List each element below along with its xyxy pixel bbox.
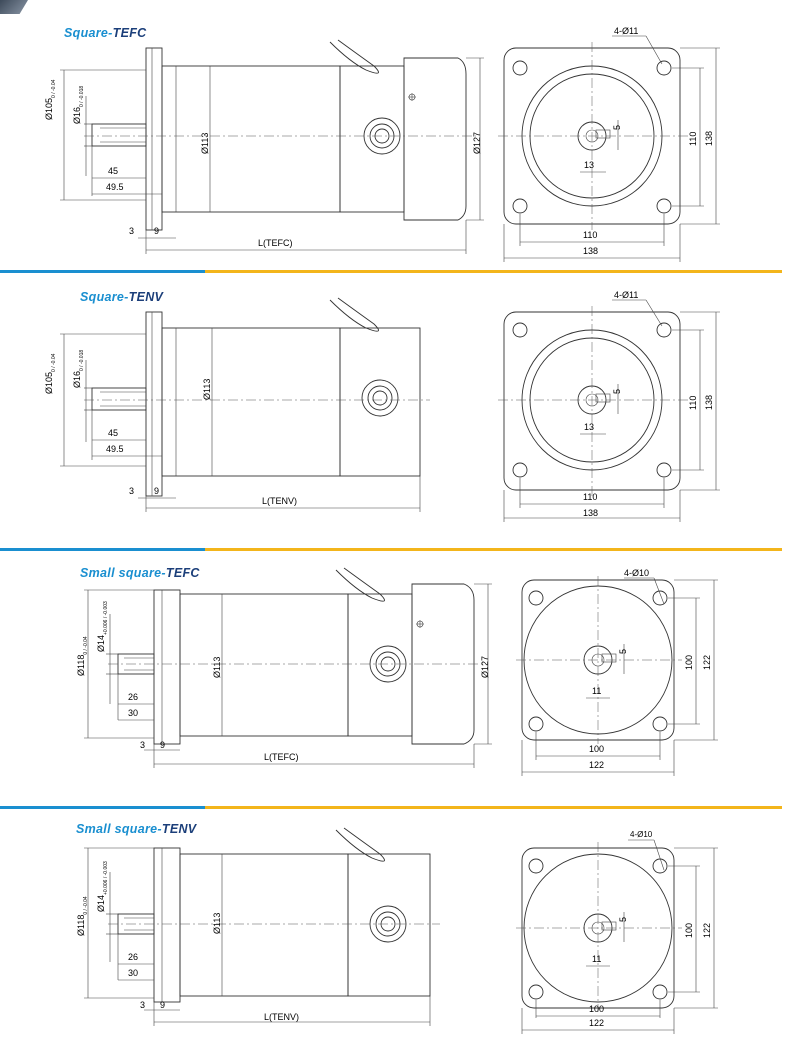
section-small-square-tenv: Small square-TENV — [0, 812, 796, 1058]
shaft-length-label: 30 — [128, 968, 139, 978]
pcd-horizontal-label: 110 — [583, 230, 598, 240]
key-length-label: 26 — [128, 692, 139, 702]
key-height-label: 11 — [592, 954, 602, 964]
lead-wires — [335, 827, 385, 862]
key-width-label: 5 — [612, 388, 622, 394]
flange-diameter-label: Ø1050 / -0.04 — [44, 79, 57, 120]
key-width-label: 5 — [618, 648, 628, 654]
cable-gland — [369, 645, 407, 683]
mounting-holes — [512, 322, 672, 478]
frame-vertical-label: 138 — [704, 394, 714, 410]
pcd-vertical-label: 100 — [684, 922, 694, 938]
flange-diameter-label: Ø1050 / -0.04 — [44, 353, 57, 394]
front-view-drawing — [498, 299, 720, 522]
pcd-vertical-label: 110 — [688, 131, 698, 146]
side-view-drawing — [60, 39, 484, 254]
key-height-label: 13 — [584, 422, 595, 432]
box-diameter-label: Ø127 — [480, 655, 490, 678]
mounting-holes — [528, 590, 668, 732]
cable-gland — [361, 379, 399, 417]
key-height-label: 13 — [584, 160, 595, 170]
frame-vertical-label: 122 — [702, 922, 712, 938]
cable-gland — [369, 905, 407, 943]
key-width-label: 5 — [612, 124, 622, 130]
body-diameter-label: Ø113 — [202, 378, 212, 400]
dim-9-label: 9 — [160, 1000, 166, 1010]
front-view-drawing — [516, 839, 718, 1034]
body-diameter-label: Ø113 — [212, 912, 222, 934]
section-title: Square-TEFC — [64, 26, 147, 40]
side-view-drawing — [60, 297, 430, 512]
lead-wires — [329, 39, 379, 74]
pcd-horizontal-label: 110 — [583, 492, 598, 502]
frame-vertical-label: 122 — [702, 654, 712, 670]
flange-diameter-label: Ø1180 / -0.04 — [76, 896, 89, 936]
dim-9-label: 9 — [154, 486, 160, 496]
section-title: Small square-TEFC — [80, 566, 200, 580]
shaft-diameter-label: Ø160 / -0.018 — [72, 85, 85, 124]
frame-horizontal-label: 122 — [589, 1018, 605, 1028]
holes-label: 4-Ø11 — [614, 290, 639, 300]
shaft — [91, 387, 147, 411]
frame-vertical-label: 138 — [704, 130, 714, 146]
dim-9-label: 9 — [154, 226, 160, 236]
key-length-label: 45 — [108, 428, 119, 438]
pcd-horizontal-label: 100 — [589, 744, 605, 754]
section-divider — [0, 548, 782, 551]
box-diameter-label: Ø127 — [472, 131, 482, 154]
holes-label: 4-Ø10 — [630, 830, 653, 839]
section-divider — [0, 270, 782, 273]
fan-cover — [411, 583, 475, 745]
length-label: L(TENV) — [264, 1012, 300, 1022]
body-diameter-label: Ø113 — [212, 656, 222, 678]
side-view-drawing — [84, 827, 440, 1026]
mounting-holes — [528, 858, 668, 1000]
lead-wires — [329, 297, 379, 332]
length-label: L(TENV) — [262, 496, 298, 506]
dim-9-label: 9 — [160, 740, 166, 750]
corner-tab — [0, 0, 28, 14]
section-divider — [0, 806, 782, 809]
section-square-tenv: Square-TENV — [0, 276, 796, 546]
side-view-drawing — [84, 567, 492, 768]
section-title: Small square-TENV — [76, 822, 197, 836]
dim-3-label: 3 — [129, 226, 135, 236]
lead-wires — [335, 567, 385, 602]
frame-horizontal-label: 138 — [583, 508, 599, 518]
dim-3-label: 3 — [140, 1000, 146, 1010]
section-title: Square-TENV — [80, 290, 164, 304]
frame-horizontal-label: 122 — [589, 760, 605, 770]
mounting-holes — [512, 60, 672, 214]
holes-label: 4-Ø11 — [614, 26, 639, 36]
key-width-label: 5 — [618, 916, 628, 922]
key-length-label: 26 — [128, 952, 139, 962]
frame-horizontal-label: 138 — [583, 246, 599, 256]
length-label: L(TEFC) — [264, 752, 299, 762]
flange-diameter-label: Ø1180 / -0.04 — [76, 636, 89, 676]
pcd-horizontal-label: 100 — [589, 1004, 605, 1014]
holes-label: 4-Ø10 — [624, 568, 650, 578]
dim-3-label: 3 — [129, 486, 135, 496]
shaft — [91, 123, 147, 147]
section-small-square-tefc: Small square-TEFC — [0, 554, 796, 804]
body-diameter-label: Ø113 — [200, 132, 210, 154]
front-view-drawing — [498, 35, 720, 262]
dim-3-label: 3 — [140, 740, 146, 750]
pcd-vertical-label: 100 — [684, 654, 694, 670]
length-label: L(TEFC) — [258, 238, 293, 248]
section-square-tefc: Square-TEFC — [0, 0, 796, 270]
front-view-drawing — [516, 576, 718, 776]
shaft-diameter-label: Ø14+0.006 / -0.003 — [96, 861, 109, 912]
shaft-diameter-label: Ø160 / -0.018 — [72, 349, 85, 388]
shaft-length-label: 30 — [128, 708, 139, 718]
key-length-label: 45 — [108, 166, 119, 176]
shaft-diameter-label: Ø14+0.006 / -0.003 — [96, 601, 109, 652]
fan-cover — [403, 57, 467, 221]
key-height-label: 11 — [592, 686, 602, 696]
pcd-vertical-label: 110 — [688, 395, 698, 410]
shaft-length-label: 49.5 — [106, 444, 124, 454]
shaft-length-label: 49.5 — [106, 182, 124, 192]
